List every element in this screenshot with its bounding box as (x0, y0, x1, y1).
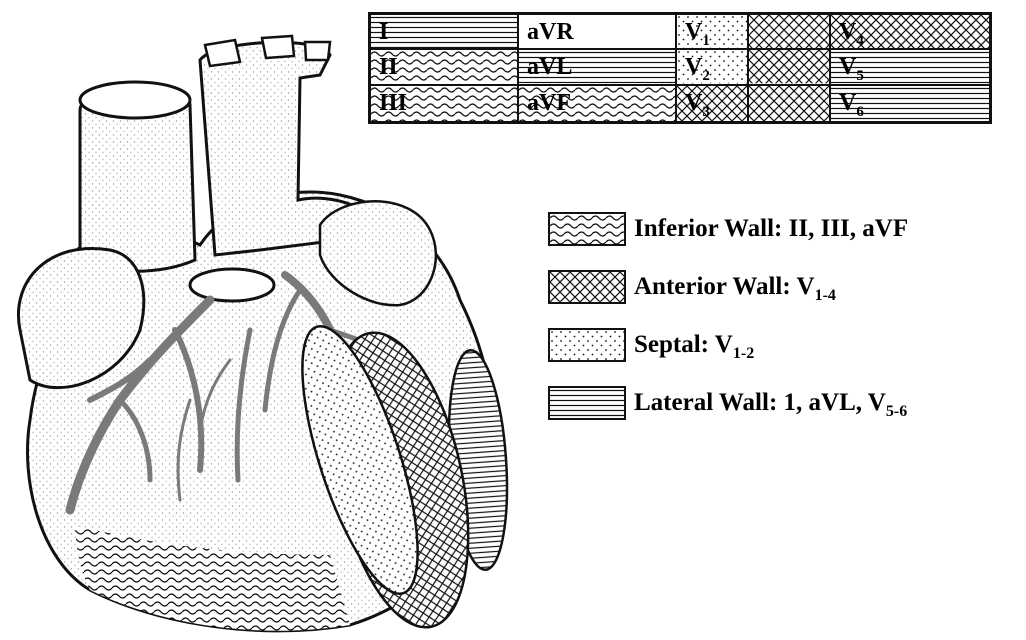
lead-label: aVL (527, 53, 572, 81)
lead-subscript: 6 (856, 103, 864, 119)
lead-label: V6 (839, 89, 864, 121)
lead-cell: V6 (831, 86, 989, 121)
lead-label: aVF (527, 89, 571, 117)
lead-cell: I (371, 15, 519, 50)
legend-label: Lateral Wall: 1, aVL, V5-6 (634, 386, 907, 429)
legend-swatch (548, 328, 626, 362)
vena-cava-opening (80, 82, 190, 118)
lead-cell: V4 (831, 15, 989, 50)
lead-label: II (379, 53, 398, 81)
lead-subscript: 5 (856, 68, 864, 84)
legend-label-subscript: 1-4 (815, 287, 836, 304)
lead-label: I (379, 18, 388, 46)
lead-cell: V5 (831, 50, 989, 85)
legend-label-main: Lateral Wall: 1, aVL, V (634, 389, 886, 416)
lead-cell: aVR (519, 15, 677, 50)
lead-subscript: 1 (702, 33, 710, 49)
lead-label: V3 (685, 89, 710, 121)
legend-swatch (548, 386, 626, 420)
legend-label-subscript: 5-6 (886, 403, 907, 420)
lead-subscript: 2 (702, 68, 710, 84)
lead-label: V4 (839, 18, 864, 50)
lead-label: V1 (685, 18, 710, 50)
legend-label-main: Septal: V (634, 331, 733, 358)
lead-cell: V3 (677, 86, 749, 121)
lead-cell: V1 (677, 15, 749, 50)
lead-cell (749, 15, 831, 50)
lead-cell: III (371, 86, 519, 121)
pulmonary-trunk-opening (190, 269, 274, 301)
legend-item: Lateral Wall: 1, aVL, V5-6 (548, 384, 1018, 424)
legend-label: Septal: V1-2 (634, 328, 754, 371)
legend-label-subscript: 1-2 (733, 345, 754, 362)
lead-cell (749, 86, 831, 121)
lead-label: aVR (527, 18, 574, 46)
legend-label: Anterior Wall: V1-4 (634, 270, 836, 313)
lead-label: III (379, 89, 407, 117)
lead-subscript: 4 (856, 33, 864, 49)
legend-label-main: Anterior Wall: V (634, 273, 815, 300)
lead-cell (749, 50, 831, 85)
legend-swatch (548, 212, 626, 246)
legend-item: Anterior Wall: V1-4 (548, 268, 1018, 308)
lead-cell: V2 (677, 50, 749, 85)
legend-item: Inferior Wall: II, III, aVF (548, 210, 1018, 250)
lead-cell: II (371, 50, 519, 85)
lead-subscript: 3 (702, 103, 710, 119)
lead-cell: aVL (519, 50, 677, 85)
lead-cell: aVF (519, 86, 677, 121)
legend-label-main: Inferior Wall: II, III, aVF (634, 215, 908, 242)
lead-label: V5 (839, 53, 864, 85)
lead-label: V2 (685, 53, 710, 85)
legend-item: Septal: V1-2 (548, 326, 1018, 366)
legend-swatch (548, 270, 626, 304)
legend-label: Inferior Wall: II, III, aVF (634, 212, 908, 246)
